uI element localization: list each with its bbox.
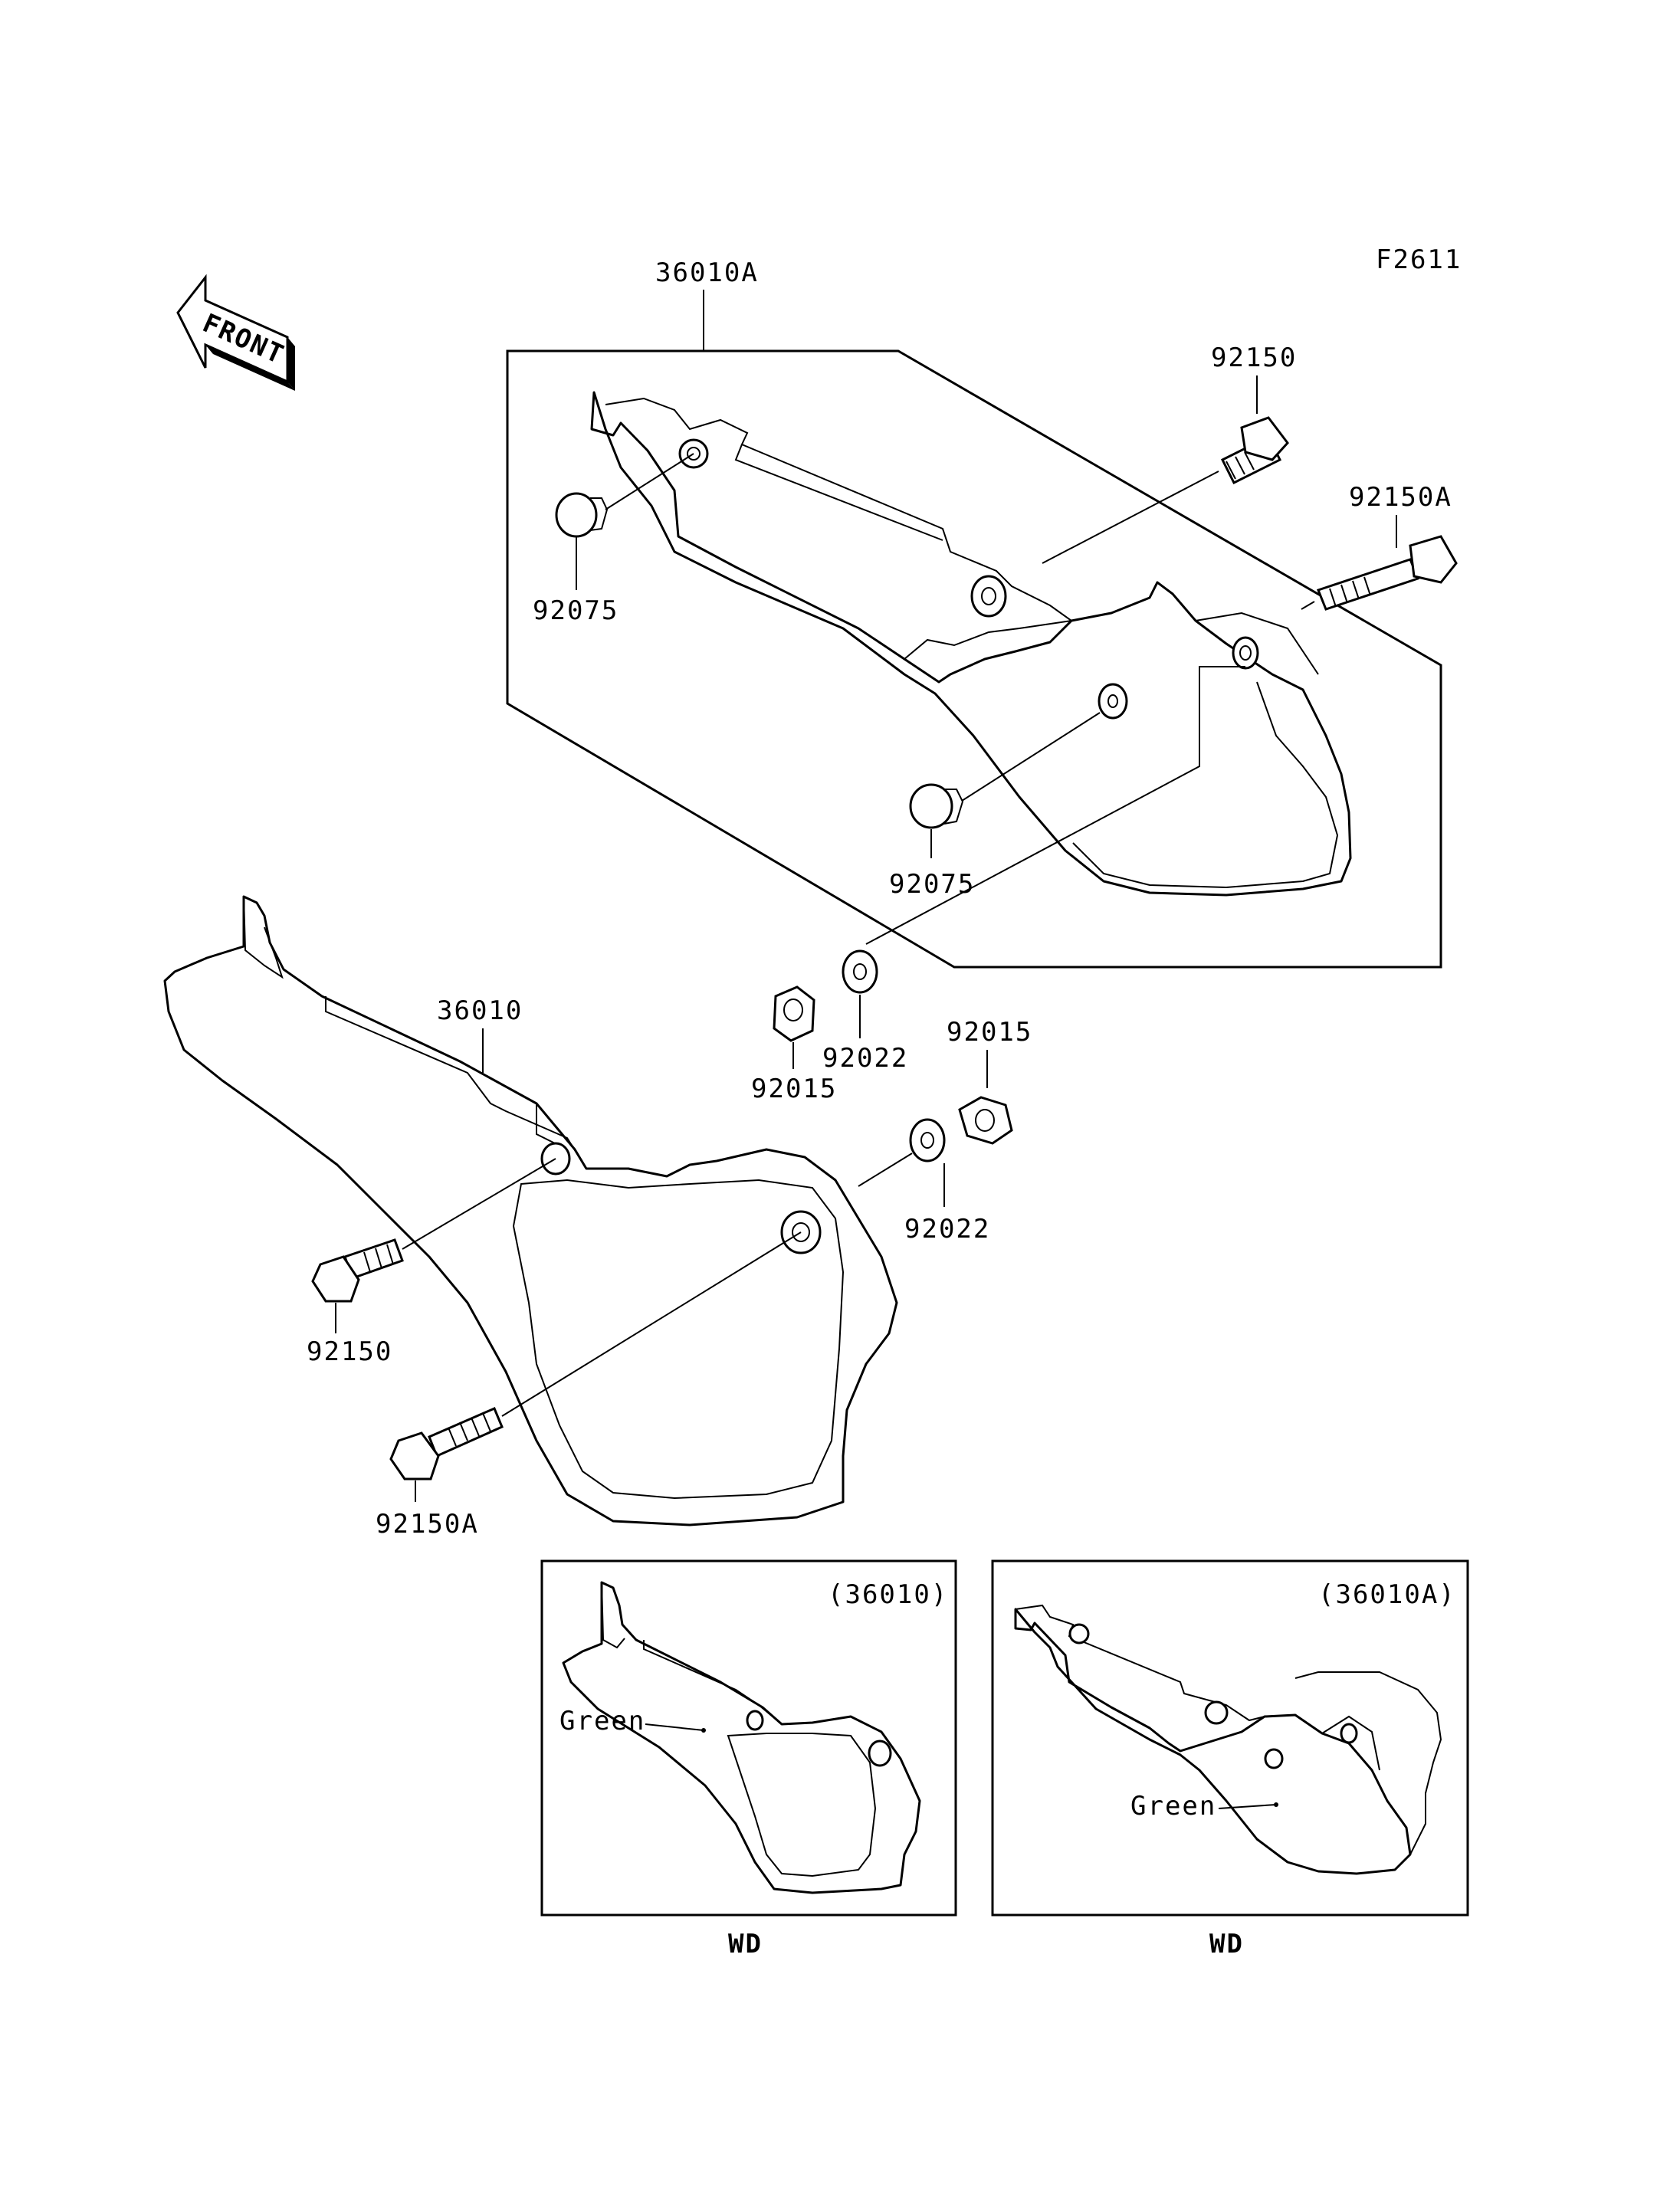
part-label-92075-mid: 92075	[889, 869, 975, 900]
bolt-long-icon	[1317, 535, 1458, 611]
inset-36010a-ref: (36010A)	[1318, 1579, 1456, 1610]
nut-right-icon	[958, 1096, 1013, 1145]
part-label-92150a-top: 92150A	[1349, 482, 1452, 513]
bolt-left-long-icon	[389, 1407, 504, 1481]
inset-36010: (36010) Green	[540, 1559, 957, 1917]
inset-36010-color-leader	[645, 1723, 704, 1731]
leader-92150a-bolt	[1301, 601, 1315, 610]
washer-bottom-icon	[909, 1118, 946, 1162]
leader-92075-mid-line	[961, 712, 1101, 802]
part-label-92150-top: 92150	[1211, 343, 1297, 373]
washer-top-icon	[842, 949, 878, 994]
leader-92150-left-line	[402, 1158, 556, 1250]
group-frame	[506, 349, 1442, 969]
part-label-92022-bottom: 92022	[904, 1214, 990, 1244]
part-label-92015-left: 92015	[751, 1074, 837, 1104]
bolt-icon	[1220, 416, 1289, 485]
leader-hole-to-washer	[865, 666, 1245, 945]
side-cover-right	[590, 391, 1352, 897]
part-label-92075-top: 92075	[533, 595, 619, 626]
part-label-92022-top: 92022	[822, 1043, 908, 1074]
grommet-icon	[555, 492, 609, 538]
part-label-92015-right: 92015	[947, 1017, 1032, 1048]
front-arrow-icon: FRONT	[176, 274, 295, 391]
leader-washer-bottom	[858, 1153, 913, 1187]
leader-92150a-left-line	[501, 1231, 802, 1417]
grommet-mid-icon	[909, 783, 964, 829]
part-label-36010: 36010	[437, 995, 523, 1026]
inset-36010a-caption: WD	[1209, 1929, 1244, 1959]
inset-36010a: (36010A) Green	[991, 1559, 1469, 1917]
inset-36010a-color-leader	[1218, 1804, 1277, 1809]
inset-36010-caption: WD	[728, 1929, 763, 1959]
part-label-36010a: 36010A	[655, 257, 759, 288]
bolt-left-icon	[311, 1238, 404, 1303]
inset-36010a-color: Green	[1130, 1791, 1216, 1822]
leader-92150-bolt	[1042, 471, 1219, 564]
washer-icon	[1098, 683, 1128, 720]
figure-code: F2611	[1376, 244, 1462, 275]
part-label-92150a-left: 92150A	[376, 1509, 479, 1540]
leader-92075-top-line	[605, 453, 694, 510]
inset-36010-ref: (36010)	[828, 1579, 948, 1610]
part-label-92150-left: 92150	[307, 1336, 392, 1367]
inset-36010-color: Green	[559, 1706, 645, 1736]
side-cover-left	[163, 895, 898, 1526]
nut-icon	[773, 985, 815, 1042]
